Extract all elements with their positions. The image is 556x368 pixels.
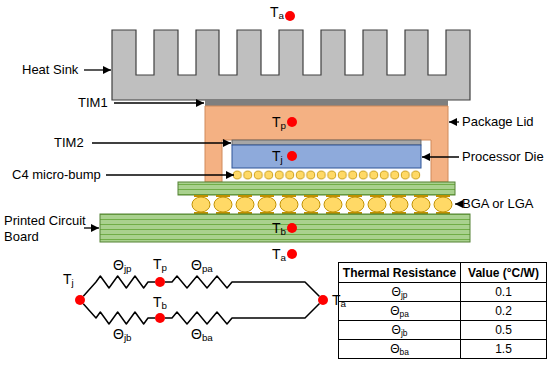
part-label: TIM1 <box>78 95 108 111</box>
table-border <box>339 263 547 359</box>
resistance-name: Θba <box>390 342 409 356</box>
table-cell: Θpa <box>339 302 460 320</box>
tim1-layer <box>205 100 448 106</box>
table-rule <box>460 263 461 359</box>
temperature-node: Tp <box>155 277 165 287</box>
micro-bump-row <box>232 169 421 181</box>
temperature-label: Tj <box>272 148 283 164</box>
ball-grid <box>190 195 454 214</box>
heat-sink <box>112 30 470 100</box>
resistance-name: Θpa <box>390 304 409 318</box>
tim2-layer <box>232 140 421 145</box>
circuit-board <box>100 214 470 242</box>
temperature-node: Tb <box>155 313 165 323</box>
table-header: Thermal Resistance <box>343 266 456 280</box>
part-label: C4 micro-bump <box>12 167 101 183</box>
resistance-label: Θba <box>190 326 214 342</box>
package-lid <box>205 106 448 182</box>
table-value: 0.2 <box>495 304 512 318</box>
node-label: Tj <box>63 271 74 287</box>
temperature-dot <box>287 223 297 233</box>
temperature-node: Tj <box>75 295 85 305</box>
resistance-label: Θpa <box>190 257 214 273</box>
table-value: 1.5 <box>495 342 512 356</box>
table-cell: Θba <box>339 340 460 358</box>
node-label: Ta <box>332 292 346 308</box>
table-rule <box>339 301 547 302</box>
table-cell: Θjp <box>339 283 460 301</box>
package-substrate <box>178 182 455 195</box>
leader-line <box>106 174 234 175</box>
leader-line <box>422 156 459 157</box>
table-value: 0.1 <box>495 285 512 299</box>
temperature-label: Tb <box>272 220 286 236</box>
table-value: 0.5 <box>495 323 512 337</box>
table-rule <box>339 320 547 321</box>
resistance-label: Θjb <box>112 326 133 342</box>
table-cell: 0.1 <box>461 283 546 301</box>
resistor-connector <box>83 304 155 324</box>
temperature-label: Ta <box>270 4 284 20</box>
resistance-name: Θjb <box>392 323 408 337</box>
temperature-dot <box>287 117 297 127</box>
temperature-dot <box>287 151 297 161</box>
part-label: Printed Circuit Board <box>4 213 88 245</box>
table-header: Value (°C/W) <box>468 266 539 280</box>
leader-line <box>84 227 99 228</box>
part-label: BGA or LGA <box>462 196 534 212</box>
table-cell: Θjb <box>339 321 460 339</box>
leader-line <box>84 69 111 70</box>
table-cell: Value (°C/W) <box>461 263 546 282</box>
part-label: Package Lid <box>462 114 534 130</box>
part-label: Heat Sink <box>22 62 78 78</box>
leader-line <box>114 102 204 103</box>
resistance-name: Θjp <box>392 285 408 299</box>
part-label: TIM2 <box>54 135 84 151</box>
part-label: Processor Die <box>462 149 544 165</box>
temperature-dot <box>287 249 297 259</box>
temperature-label: Ta <box>272 246 286 262</box>
table-rule <box>339 282 547 283</box>
leader-line <box>449 121 459 122</box>
leader-line <box>455 203 460 204</box>
table-cell: Thermal Resistance <box>339 263 460 282</box>
temperature-dot <box>285 11 295 21</box>
resistor-connector <box>165 304 320 325</box>
resistor-connector <box>165 276 320 297</box>
temperature-node: Ta <box>318 295 328 305</box>
resistor-connector <box>83 276 155 296</box>
processor-die <box>232 145 421 168</box>
leader-lines <box>84 70 460 228</box>
resistance-label: Θjp <box>112 257 133 273</box>
table-cell: 0.2 <box>461 302 546 320</box>
table-cell: 0.5 <box>461 321 546 339</box>
table-grid <box>339 263 547 359</box>
node-label: Tp <box>153 256 167 272</box>
table-cell: 1.5 <box>461 340 546 358</box>
leader-line <box>92 142 231 143</box>
table-rule <box>339 339 547 340</box>
temperature-label: Tp <box>272 114 286 130</box>
node-label: Tb <box>153 294 167 310</box>
